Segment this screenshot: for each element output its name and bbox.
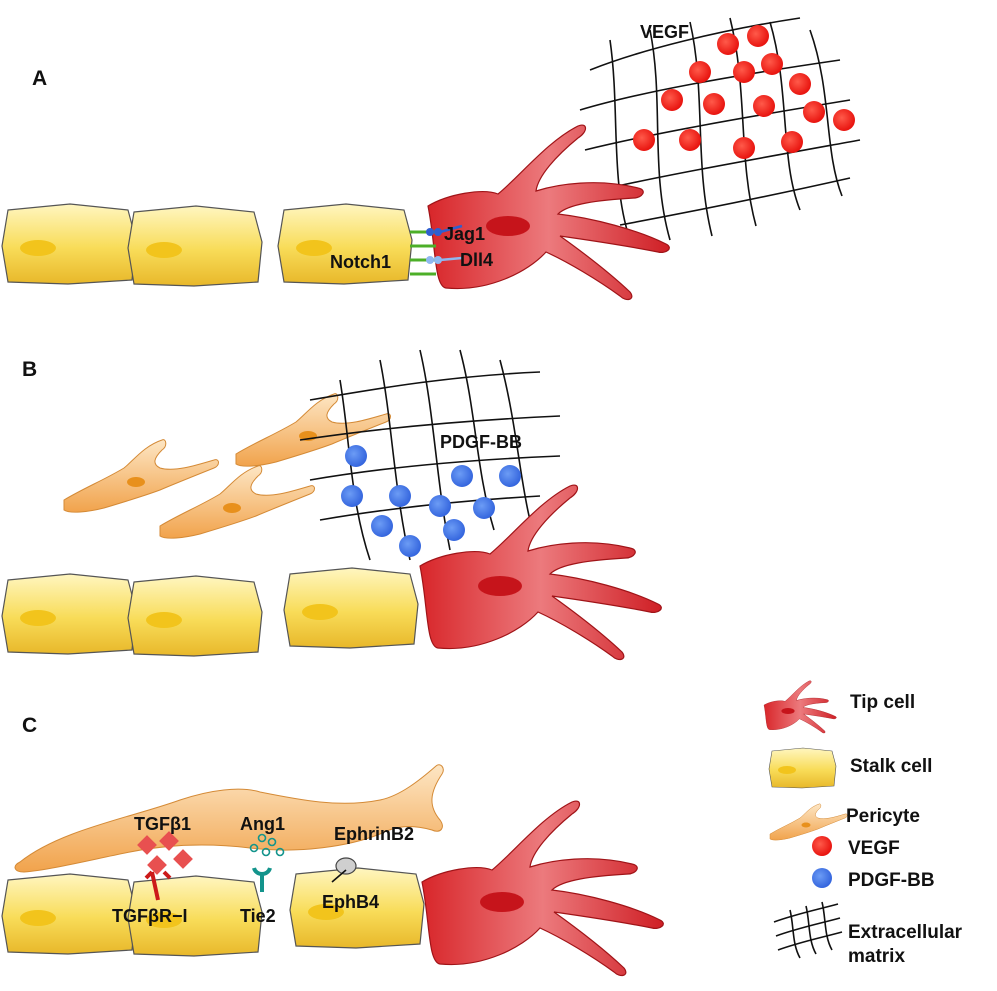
stalk-cell <box>1 203 137 285</box>
pdgf-dot-icon <box>812 868 832 888</box>
dll4-label: Dll4 <box>460 250 493 270</box>
pdgf-dot <box>429 495 451 517</box>
panel-a-tip-cell <box>427 124 670 301</box>
stalk-cell <box>127 205 263 287</box>
pdgf-label: PDGF-BB <box>440 432 522 452</box>
legend-label-tip-cell: Tip cell <box>850 692 915 713</box>
vegf-dot <box>733 61 755 83</box>
vegf-dot <box>747 25 769 47</box>
notch1-label: Notch1 <box>330 252 391 272</box>
pdgf-dot <box>443 519 465 541</box>
legend-label-ecm: Extracellular <box>848 922 963 943</box>
ephb4-label: EphB4 <box>322 892 379 912</box>
panel-b-tip-cell <box>419 484 662 661</box>
stalk-cell <box>283 567 419 649</box>
stalk-cell <box>1 573 137 655</box>
tie2-label: Tie2 <box>240 906 276 926</box>
panel-b-label: B <box>22 358 37 381</box>
pericyte <box>63 439 219 513</box>
vegf-dot <box>703 93 725 115</box>
vegf-dot <box>733 137 755 159</box>
tgfbr-label: TGFβR−I <box>112 906 188 926</box>
legend-label-pdgf: PDGF-BB <box>848 870 935 891</box>
pericyte-icon <box>769 803 848 841</box>
panel-a-vegf-dots <box>633 25 855 159</box>
panel-b-pdgf-dots <box>341 445 521 557</box>
vegf-dot <box>679 129 701 151</box>
ephrin-ephb4 <box>331 857 357 883</box>
panel-c-label: C <box>22 714 37 737</box>
stalk-cell <box>277 203 413 285</box>
vegf-dot <box>781 131 803 153</box>
vegf-dot <box>689 61 711 83</box>
panel-a-stalk-cells <box>1 203 413 287</box>
panel-c-stalk-cells <box>1 867 425 957</box>
dll4-ligand <box>439 256 463 262</box>
legend-label-stalk-cell: Stalk cell <box>850 756 932 777</box>
panel-a-notch-receptors <box>410 224 463 276</box>
panel-a-label: A <box>32 67 47 90</box>
pdgf-dot <box>473 497 495 519</box>
legend-label-pericyte: Pericyte <box>846 806 920 827</box>
vegf-dot <box>717 33 739 55</box>
pdgf-dot <box>389 485 411 507</box>
pdgf-dot <box>499 465 521 487</box>
panel-a-extracellular-matrix <box>579 17 861 241</box>
vegf-dot <box>661 89 683 111</box>
pdgf-dot <box>345 445 367 467</box>
jag1-ligand <box>439 224 463 234</box>
pdgf-dot <box>341 485 363 507</box>
vegf-label: VEGF <box>640 22 689 42</box>
pdgf-dot <box>399 535 421 557</box>
vegf-dot <box>789 73 811 95</box>
vegf-dot <box>753 95 775 117</box>
pericyte <box>235 393 391 467</box>
tip-cell-icon <box>763 680 837 734</box>
legend-label-ecm-line2: matrix <box>848 946 905 967</box>
vegf-dot <box>833 109 855 131</box>
ang1-tie2 <box>249 833 285 892</box>
pdgf-dot <box>451 465 473 487</box>
stalk-cell-icon <box>768 747 837 789</box>
pdgf-dot <box>371 515 393 537</box>
vegf-dot <box>803 101 825 123</box>
panel-c-tip-cell <box>421 800 664 977</box>
vegf-dot-icon <box>812 836 832 856</box>
vegf-dot <box>633 129 655 151</box>
jag1-label: Jag1 <box>444 224 485 244</box>
tgfb1-label: TGFβ1 <box>134 814 191 834</box>
ecm-icon <box>773 901 843 959</box>
panel-b-stalk-cells <box>1 567 419 657</box>
panel-c-pericyte <box>14 764 444 873</box>
ephrinb2-label: EphrinB2 <box>334 824 414 844</box>
legend: Tip cell Stalk cell Pericyte VEGF PDGF-B… <box>763 680 963 967</box>
vegf-dot <box>761 53 783 75</box>
stalk-cell <box>127 575 263 657</box>
ang1-label: Ang1 <box>240 814 285 834</box>
legend-label-vegf: VEGF <box>848 838 900 859</box>
